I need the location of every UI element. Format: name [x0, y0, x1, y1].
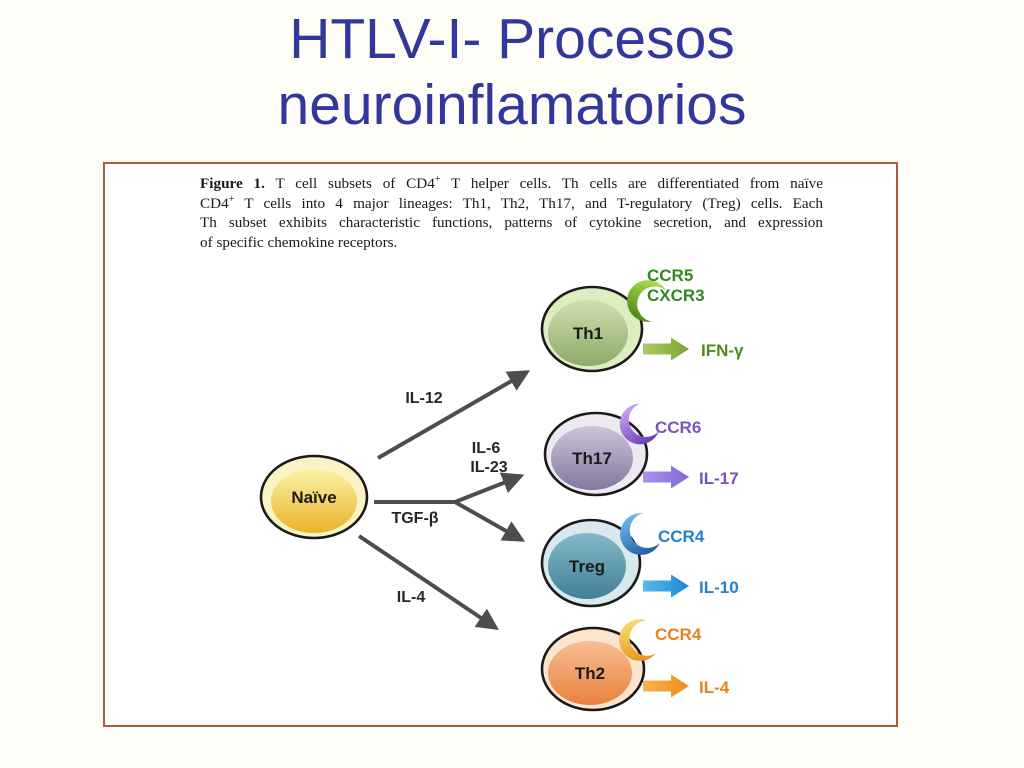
th17-cytokine-arrow	[643, 465, 689, 489]
th17-cell-label: Th17	[572, 449, 612, 468]
caption-line: of specific chemokine receptors.	[200, 233, 398, 251]
treg-receptor1-label: CCR4	[658, 527, 705, 546]
figure-panel: Figure 1. T cell subsets of CD4+ T helpe…	[103, 162, 898, 727]
th17-receptor1-label: CCR6	[655, 418, 701, 437]
th1-cell-label: Th1	[573, 324, 603, 343]
th1-receptor2-label: CXCR3	[647, 286, 705, 305]
naive-cell: Naïve	[259, 454, 369, 540]
il4-inducer-label: IL-4	[397, 589, 426, 606]
caption-line: CD4+ T cells into 4 major lineages: Th1,…	[200, 193, 823, 212]
th2-receptor1-label: CCR4	[655, 625, 702, 644]
th17-cell: Th17 CCR6 IL-17	[543, 403, 739, 497]
slide-title-line2: neuroinflamatorios	[277, 73, 747, 137]
tgfb-label: TGF-β	[391, 510, 438, 527]
th1-receptor-crescent-icon	[627, 280, 667, 322]
th2-cell-core	[548, 641, 632, 705]
caption-line: Th subset exhibits characteristic functi…	[200, 214, 823, 232]
il4-arrow	[357, 534, 499, 631]
il6-label: IL-6	[472, 440, 501, 457]
treg-cytokine-label: IL-10	[699, 578, 739, 597]
caption-figure-label: Figure 1.	[200, 175, 265, 192]
th1-cell-core	[548, 300, 628, 366]
th1-receptor1-label: CCR5	[647, 266, 693, 285]
il12-label: IL-12	[405, 390, 442, 407]
treg-cell-label: Treg	[569, 557, 605, 576]
th2-cell: Th2 CCR4 IL-4	[540, 619, 730, 712]
th2-cell-label: Th2	[575, 664, 605, 683]
th2-cytokine-arrow	[643, 674, 689, 698]
th1-cell: Th1 CCR5 CXCR3 IFN-γ	[540, 266, 744, 373]
naive-cell-label: Naïve	[291, 488, 336, 507]
th2-receptor-crescent-icon	[619, 619, 656, 661]
naive-cell-core	[271, 469, 357, 533]
il6-il23-arrow	[454, 472, 525, 504]
treg-cell: Treg CCR4 IL-10	[540, 513, 739, 608]
caption-line: Figure 1. T cell subsets of CD4+ T helpe…	[200, 173, 824, 192]
th1-cytokine-label: IFN-γ	[701, 341, 744, 360]
figure-caption: Figure 1. T cell subsets of CD4+ T helpe…	[200, 174, 823, 252]
th17-receptor-crescent-icon	[619, 403, 659, 445]
tgfb-treg-arrow	[454, 500, 526, 542]
treg-cell-core	[548, 533, 626, 599]
th17-cytokine-label: IL-17	[699, 469, 739, 488]
il12-arrow	[377, 370, 531, 460]
slide-title: HTLV-I- Procesos neuroinflamatorios	[0, 6, 1024, 138]
slide-title-line1: HTLV-I- Procesos	[289, 7, 735, 71]
th17-cell-core	[551, 426, 633, 490]
th1-cytokine-arrow	[643, 337, 689, 361]
treg-receptor-crescent-icon	[620, 513, 660, 555]
treg-cytokine-arrow	[643, 574, 689, 598]
il23-label: IL-23	[470, 459, 507, 476]
th2-cytokine-label: IL-4	[699, 678, 730, 697]
